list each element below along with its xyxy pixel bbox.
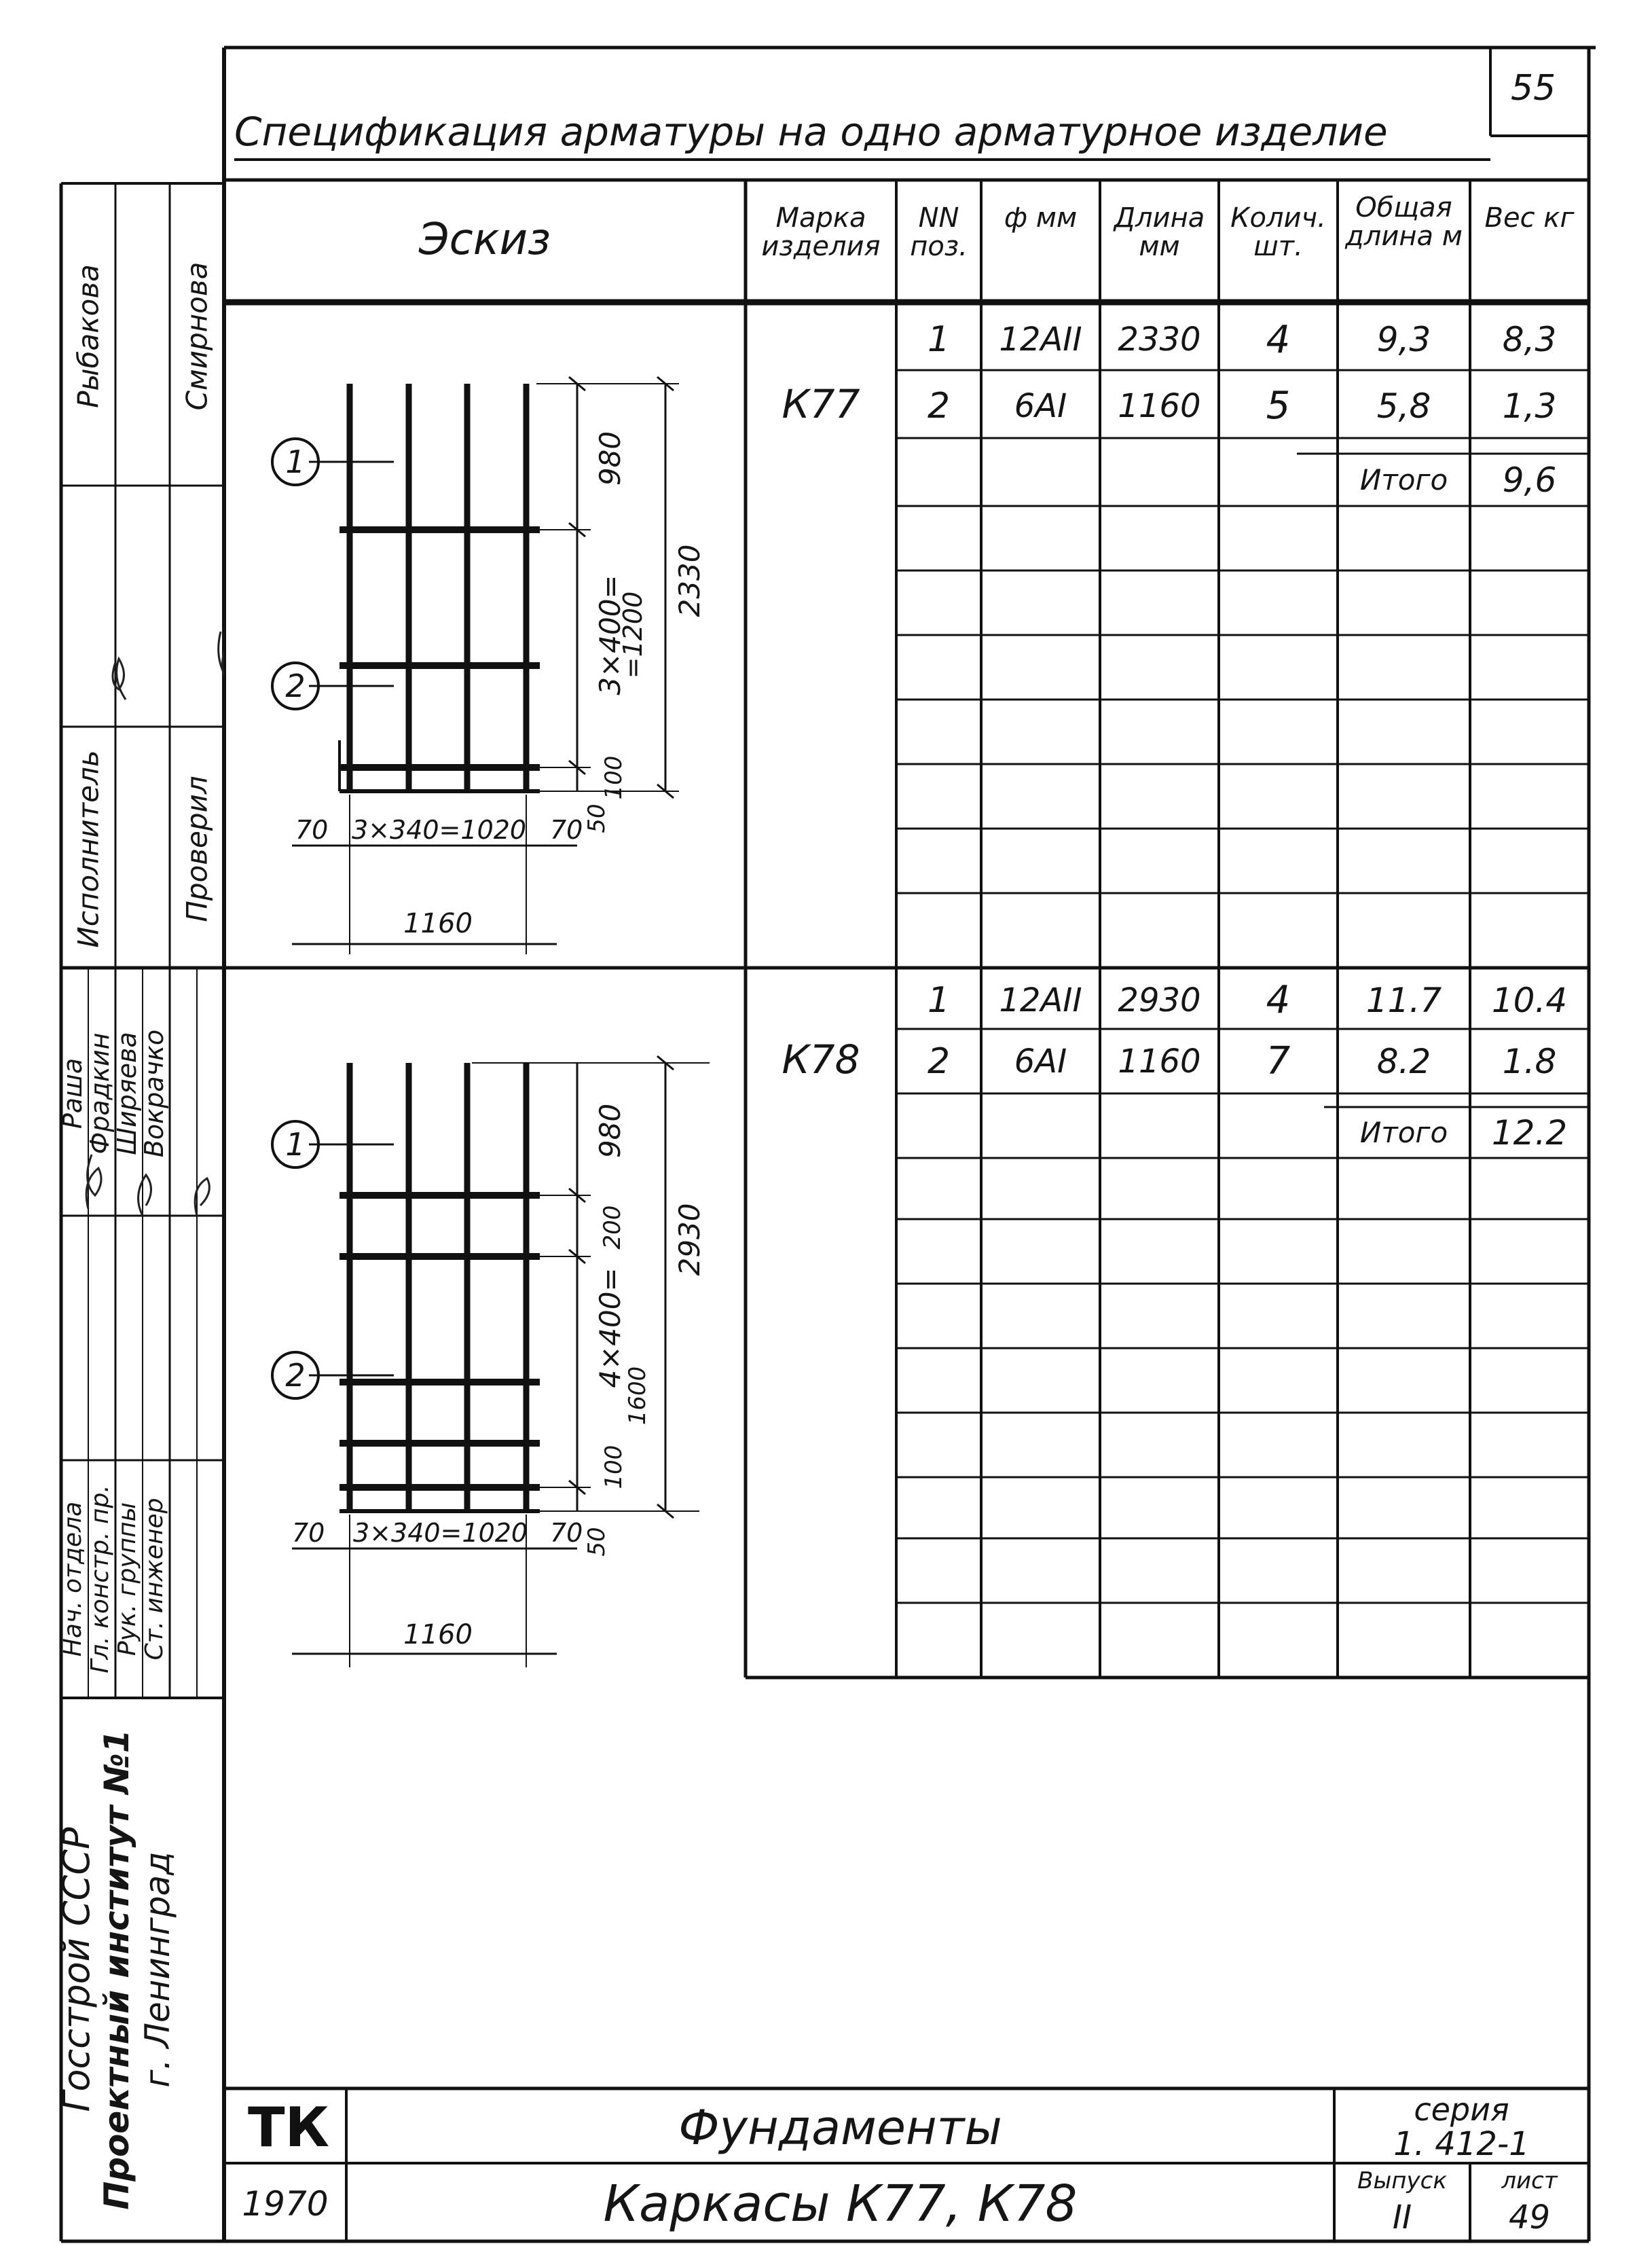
cell-pos: 2 [927,385,951,427]
k77-dim-1160: 1160 [403,908,473,939]
header-mark: Марка изделия [761,202,881,262]
k78-dim-4x400: 4×400= [593,1267,627,1388]
stamp-code: ТК [248,2096,329,2159]
k77-dim-70-left: 70 [295,815,328,845]
stamp-series: 1. 412-1 [1393,2124,1530,2163]
cell-pos: 1 [927,319,951,360]
document-title: Спецификация арматуры на одно арматурное… [234,109,1388,155]
k77-dim-1200: =1200 [618,592,648,679]
k78-dim-1600: 1600 [624,1366,651,1426]
stamp-role-senior-engineer: Ст. инженер [140,1498,168,1661]
cell-weight: 1.8 [1502,1041,1557,1081]
stamp-sheet: 49 [1508,2198,1551,2236]
stamp-name-rybakova: Рыбакова [71,264,105,408]
k78-dim-50: 50 [583,1527,610,1556]
k77-dim-3x400: 3×400= [593,575,627,695]
k77-dim-50: 50 [583,803,610,833]
institute-line-3: г. Ленинград [138,1851,177,2088]
stamp-issue: II [1392,2198,1412,2236]
header-total-length: Общая длина м [1345,192,1463,252]
cell-quantity: 5 [1266,384,1291,428]
header-length: Длина мм [1114,202,1205,262]
stamp-subject: Фундаменты [678,2099,1002,2156]
cell-total-length: 9,3 [1376,320,1431,359]
k78-dim-70-right: 70 [550,1518,583,1548]
cell-weight: 10.4 [1491,980,1568,1020]
k77-dim-span: 3×340=1020 [352,815,526,845]
cell-dia: 12АII [999,321,1082,359]
cell-length: 2330 [1118,321,1201,359]
cell-length: 2930 [1118,981,1201,1019]
total-label: Итого [1359,463,1448,496]
cell-weight: 8,3 [1502,320,1557,359]
k78-dim-1160: 1160 [403,1619,473,1650]
total-weight: 9,6 [1502,460,1557,500]
signatures [85,631,224,1216]
k78-pos1-callout: 1 [285,1126,305,1163]
cell-quantity: 4 [1266,978,1291,1022]
stamp-name-smirnova: Смирнова [180,261,213,411]
k78-dim-2930: 2930 [673,1203,706,1276]
sketch-k77: 1 2 980 3×400= =1200 2330 100 50 70 3×34… [271,376,706,954]
header-quantity: Колич. шт. [1230,202,1326,262]
header-weight: Вес кг [1484,202,1575,234]
header-dia: ф мм [1004,202,1078,234]
k78-dim-980: 980 [593,1104,627,1158]
cell-length: 1160 [1118,386,1201,425]
header-pos: NN поз. [910,202,968,262]
cell-quantity: 7 [1266,1039,1291,1083]
cell-quantity: 4 [1266,317,1291,362]
k77-dim-70-right: 70 [550,815,583,845]
cell-pos: 2 [927,1040,951,1082]
total-weight: 12.2 [1491,1112,1568,1153]
k78-dim-100: 100 [600,1445,627,1489]
stamp-drawing-name: Каркасы К77, К78 [603,2175,1078,2233]
k78-dim-200: 200 [599,1206,626,1250]
stamp-year: 1970 [242,2184,329,2224]
cell-weight: 1,3 [1502,386,1557,426]
sketch-k78: 1 2 980 200 4×400= 1600 2930 100 50 70 3… [271,1055,710,1667]
cell-total-length: 5,8 [1376,386,1431,426]
cell-dia: 12АII [999,981,1082,1019]
cell-total-length: 11.7 [1365,980,1442,1020]
k77-pos1-callout: 1 [285,443,305,480]
k78-dim-span: 3×340=1020 [353,1518,528,1548]
sheet-number: 55 [1511,68,1556,109]
k77-dim-100: 100 [600,756,627,800]
cell-dia: 6АI [1014,386,1067,425]
stamp-series-label: серия [1414,2090,1509,2128]
total-label: Итого [1359,1116,1448,1149]
mark-k78: К78 [782,1036,860,1083]
cell-pos: 1 [927,979,951,1021]
cell-total-length: 8.2 [1376,1041,1431,1081]
header-sketch: Эскиз [418,215,551,265]
cell-dia: 6АI [1014,1042,1067,1081]
k77-dim-2330: 2330 [673,545,706,617]
k78-pos2-callout: 2 [285,1357,305,1394]
k77-pos2-callout: 2 [285,668,305,704]
cell-length: 1160 [1118,1042,1201,1081]
stamp-issue-label: Выпуск [1357,2167,1447,2194]
k78-dim-70-left: 70 [292,1518,325,1548]
mark-k77: К77 [782,381,860,427]
k77-dim-980: 980 [593,431,627,486]
stamp-sheet-label: лист [1501,2167,1558,2194]
